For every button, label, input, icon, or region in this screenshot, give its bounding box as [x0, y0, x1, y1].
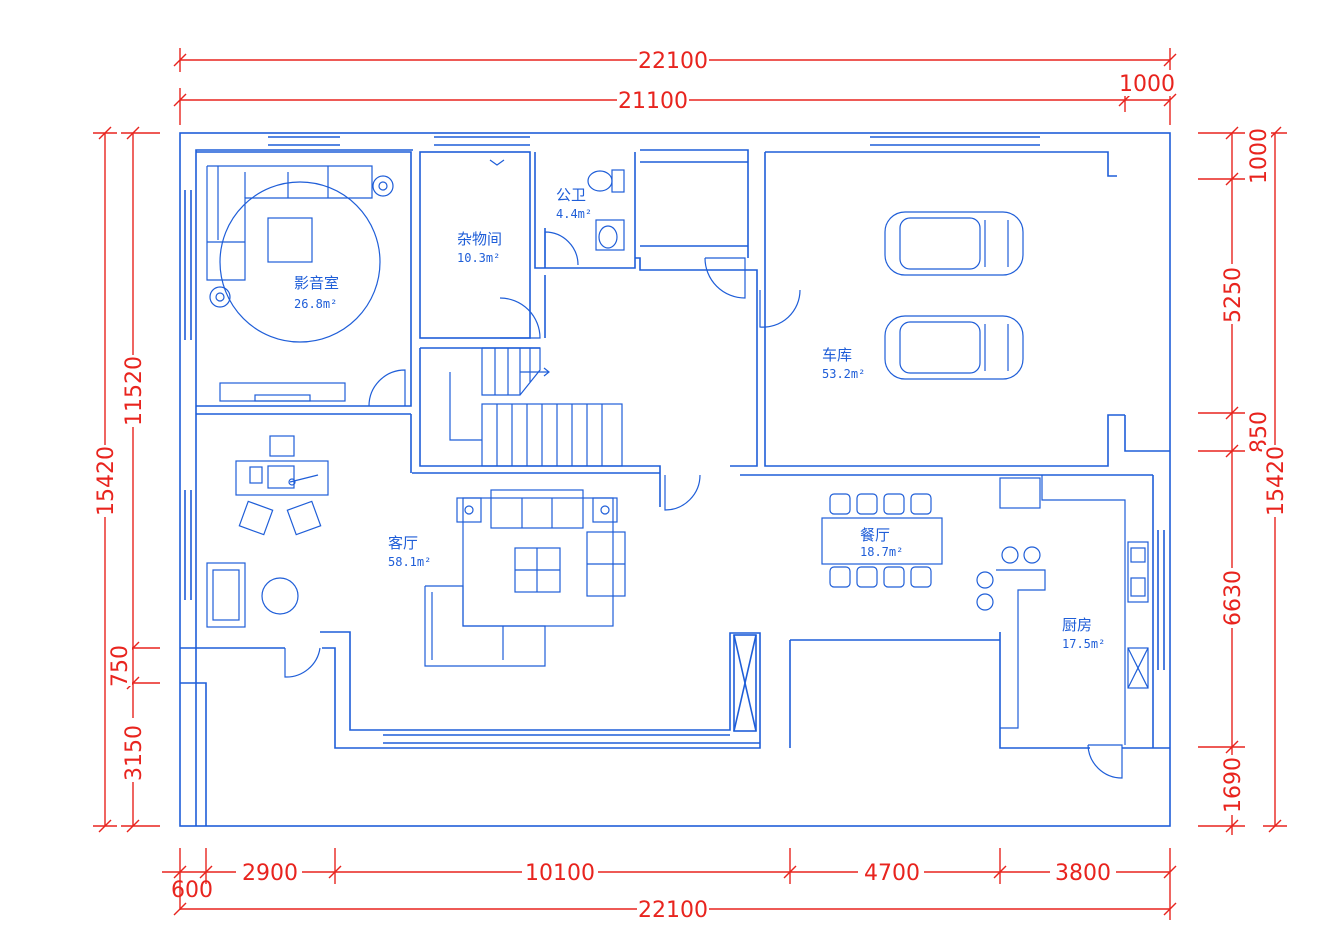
dim-bottom-5: 3800	[1055, 861, 1111, 886]
label-living: 客厅	[388, 534, 418, 552]
dim-left-upper: 11520	[122, 356, 147, 426]
dim-top-offset: 1000	[1119, 72, 1175, 97]
dim-right-2: 5250	[1221, 267, 1246, 323]
label-bathroom: 公卫	[556, 186, 586, 204]
area-storage: 10.3m²	[457, 251, 500, 265]
dimension-lines	[93, 48, 1287, 920]
label-theater: 影音室	[294, 274, 339, 292]
staircase	[449, 347, 623, 467]
area-living: 58.1m²	[388, 555, 431, 569]
theater-furniture	[206, 165, 394, 402]
area-theater: 26.8m²	[294, 297, 337, 311]
dim-right-5: 1690	[1221, 757, 1246, 813]
label-storage: 杂物间	[457, 230, 502, 248]
area-garage: 53.2m²	[822, 367, 865, 381]
dim-right-1: 1000	[1247, 128, 1272, 184]
area-bathroom: 4.4m²	[556, 207, 592, 221]
area-kitchen: 17.5m²	[1062, 637, 1105, 651]
dim-top-total: 22100	[638, 49, 708, 74]
bath-fixtures	[489, 159, 625, 251]
dim-left-mid: 750	[108, 645, 133, 687]
label-kitchen: 厨房	[1062, 616, 1092, 634]
area-dining: 18.7m²	[860, 545, 903, 559]
room-labels: 影音室 26.8m² 杂物间 10.3m² 公卫 4.4m² 车库 53.2m²…	[294, 186, 1105, 651]
living-furniture	[206, 435, 626, 667]
car-2	[884, 315, 1024, 380]
garage-cars	[884, 211, 1024, 380]
dimension-labels: 22100 21100 1000 15420 11520 750 3150 10…	[92, 47, 1289, 923]
dim-right-total: 15420	[1264, 446, 1289, 516]
dim-bottom-2: 2900	[242, 861, 298, 886]
walls	[179, 132, 1171, 827]
dim-right-4: 6630	[1221, 570, 1246, 626]
kitchen-fixtures	[976, 475, 1149, 745]
dim-bottom-total: 22100	[638, 898, 708, 923]
dim-left-lower: 3150	[122, 725, 147, 781]
dim-top-inner: 21100	[618, 89, 688, 114]
dim-bottom-1: 600	[171, 878, 213, 903]
label-dining: 餐厅	[860, 526, 890, 544]
car-1	[884, 211, 1024, 276]
dim-left-total: 15420	[94, 446, 119, 516]
label-garage: 车库	[822, 346, 852, 364]
dim-bottom-4: 4700	[864, 861, 920, 886]
dim-bottom-3: 10100	[525, 861, 595, 886]
dining-furniture	[821, 493, 943, 588]
doors	[284, 231, 1123, 779]
